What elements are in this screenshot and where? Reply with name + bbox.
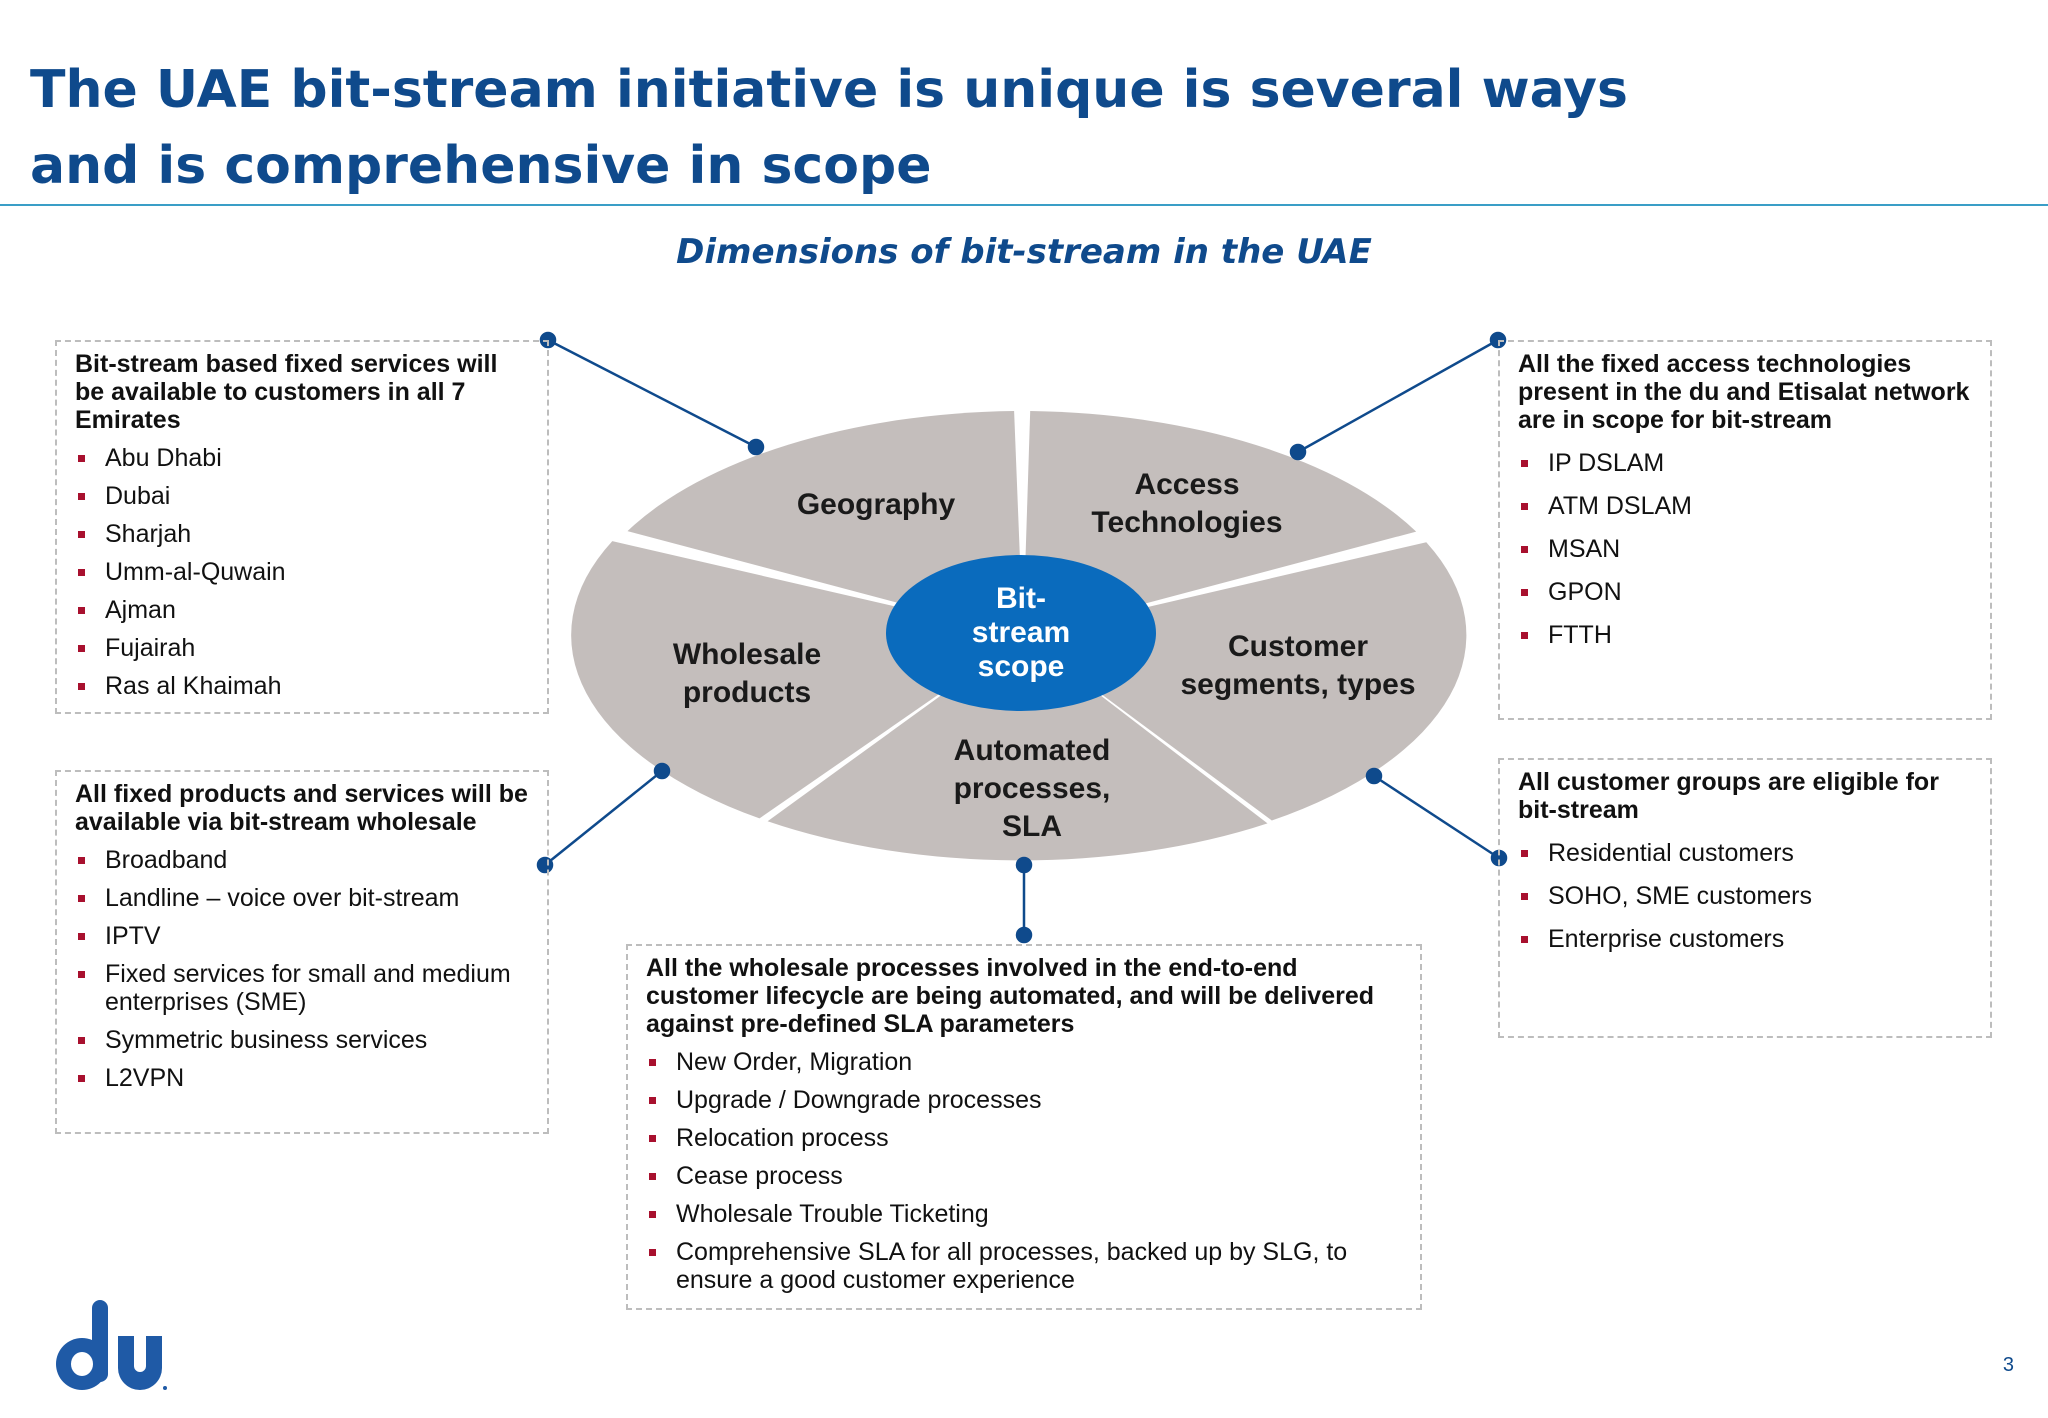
segment-label-customer: Customer — [1228, 630, 1368, 663]
list-item: MSAN — [1518, 535, 1972, 563]
list-item: Dubai — [75, 482, 529, 510]
segment-label-geography: Geography — [797, 488, 956, 521]
list-item: IPTV — [75, 922, 529, 950]
list-item: New Order, Migration — [646, 1048, 1402, 1076]
list-item: Ajman — [75, 596, 529, 624]
connector-dot — [747, 438, 765, 456]
wholesale-box: All fixed products and services will be … — [55, 770, 549, 1134]
list-item: Landline – voice over bit-stream — [75, 884, 529, 912]
connector-line-customer — [1373, 774, 1500, 860]
center-node — [886, 555, 1156, 711]
segment-label-access: Access — [1134, 468, 1239, 501]
customer-segments-box: All customer groups are eligible for bit… — [1498, 758, 1992, 1038]
du-logo — [56, 1300, 167, 1390]
list-item: Comprehensive SLA for all processes, bac… — [646, 1238, 1402, 1294]
connector-line-wholesale — [544, 770, 663, 866]
list-item: ATM DSLAM — [1518, 492, 1972, 520]
list-item: Broadband — [75, 846, 529, 874]
list-item: GPON — [1518, 578, 1972, 606]
connector-dot — [1015, 926, 1033, 944]
box-heading: All fixed products and services will be … — [75, 780, 528, 836]
list-item: Abu Dhabi — [75, 444, 529, 472]
list-item: SOHO, SME customers — [1518, 882, 1972, 910]
segment-label-wholesale: Wholesale — [673, 638, 821, 671]
list-item: Ras al Khaimah — [75, 672, 529, 700]
list-item: Fujairah — [75, 634, 529, 662]
connector-dot — [1365, 767, 1383, 785]
segment-label-automated: SLA — [1002, 810, 1062, 843]
segment-label-access: Technologies — [1091, 506, 1282, 539]
processes-box: All the wholesale processes involved in … — [626, 944, 1422, 1310]
list-item: Relocation process — [646, 1124, 1402, 1152]
title-divider — [0, 204, 2048, 206]
list-item: Enterprise customers — [1518, 925, 1972, 953]
segment-label-customer: segments, types — [1180, 668, 1415, 701]
bullet-list: IP DSLAM ATM DSLAM MSAN GPON FTTH — [1518, 449, 1972, 649]
geography-box: Bit-stream based fixed services will be … — [55, 340, 549, 714]
list-item: Wholesale Trouble Ticketing — [646, 1200, 1402, 1228]
box-heading: Bit-stream based fixed services will be … — [75, 350, 498, 434]
center-label: stream — [972, 616, 1070, 649]
access-technologies-box: All the fixed access technologies presen… — [1498, 340, 1992, 720]
list-item: Umm-al-Quwain — [75, 558, 529, 586]
connector-dot — [653, 762, 671, 780]
list-item: Cease process — [646, 1162, 1402, 1190]
segment-label-automated: processes, — [954, 772, 1111, 805]
list-item: L2VPN — [75, 1064, 529, 1092]
list-item: FTTH — [1518, 621, 1972, 649]
list-item: Residential customers — [1518, 839, 1972, 867]
center-label: scope — [978, 650, 1065, 683]
bullet-list: Residential customers SOHO, SME customer… — [1518, 839, 1972, 953]
bullet-list: Broadband Landline – voice over bit-stre… — [75, 846, 529, 1092]
segment-automated — [767, 636, 1268, 861]
list-item: Upgrade / Downgrade processes — [646, 1086, 1402, 1114]
connector-line-geography — [547, 338, 757, 449]
page-number: 3 — [2002, 1354, 2014, 1376]
list-item: Symmetric business services — [75, 1026, 529, 1054]
list-item: Sharjah — [75, 520, 529, 548]
box-heading: All customer groups are eligible for bit… — [1518, 768, 1939, 824]
bullet-list: Abu Dhabi Dubai Sharjah Umm-al-Quwain Aj… — [75, 444, 529, 700]
connector-dot — [1015, 856, 1033, 874]
connector-dot — [1289, 443, 1307, 461]
list-item: Fixed services for small and medium ente… — [75, 960, 529, 1016]
center-label: Bit- — [996, 582, 1046, 615]
connector-line-access — [1297, 338, 1499, 454]
segment-access — [1023, 411, 1417, 636]
segment-label-wholesale: products — [683, 676, 811, 709]
bullet-list: New Order, Migration Upgrade / Downgrade… — [646, 1048, 1402, 1294]
box-heading: All the fixed access technologies presen… — [1518, 350, 1970, 434]
list-item: IP DSLAM — [1518, 449, 1972, 477]
segment-label-automated: Automated — [954, 734, 1111, 767]
diagram-subtitle: Dimensions of bit-stream in the UAE — [676, 232, 1372, 272]
page-title: The UAE bit-stream initiative is unique … — [30, 60, 1628, 196]
box-heading: All the wholesale processes involved in … — [646, 954, 1375, 1038]
